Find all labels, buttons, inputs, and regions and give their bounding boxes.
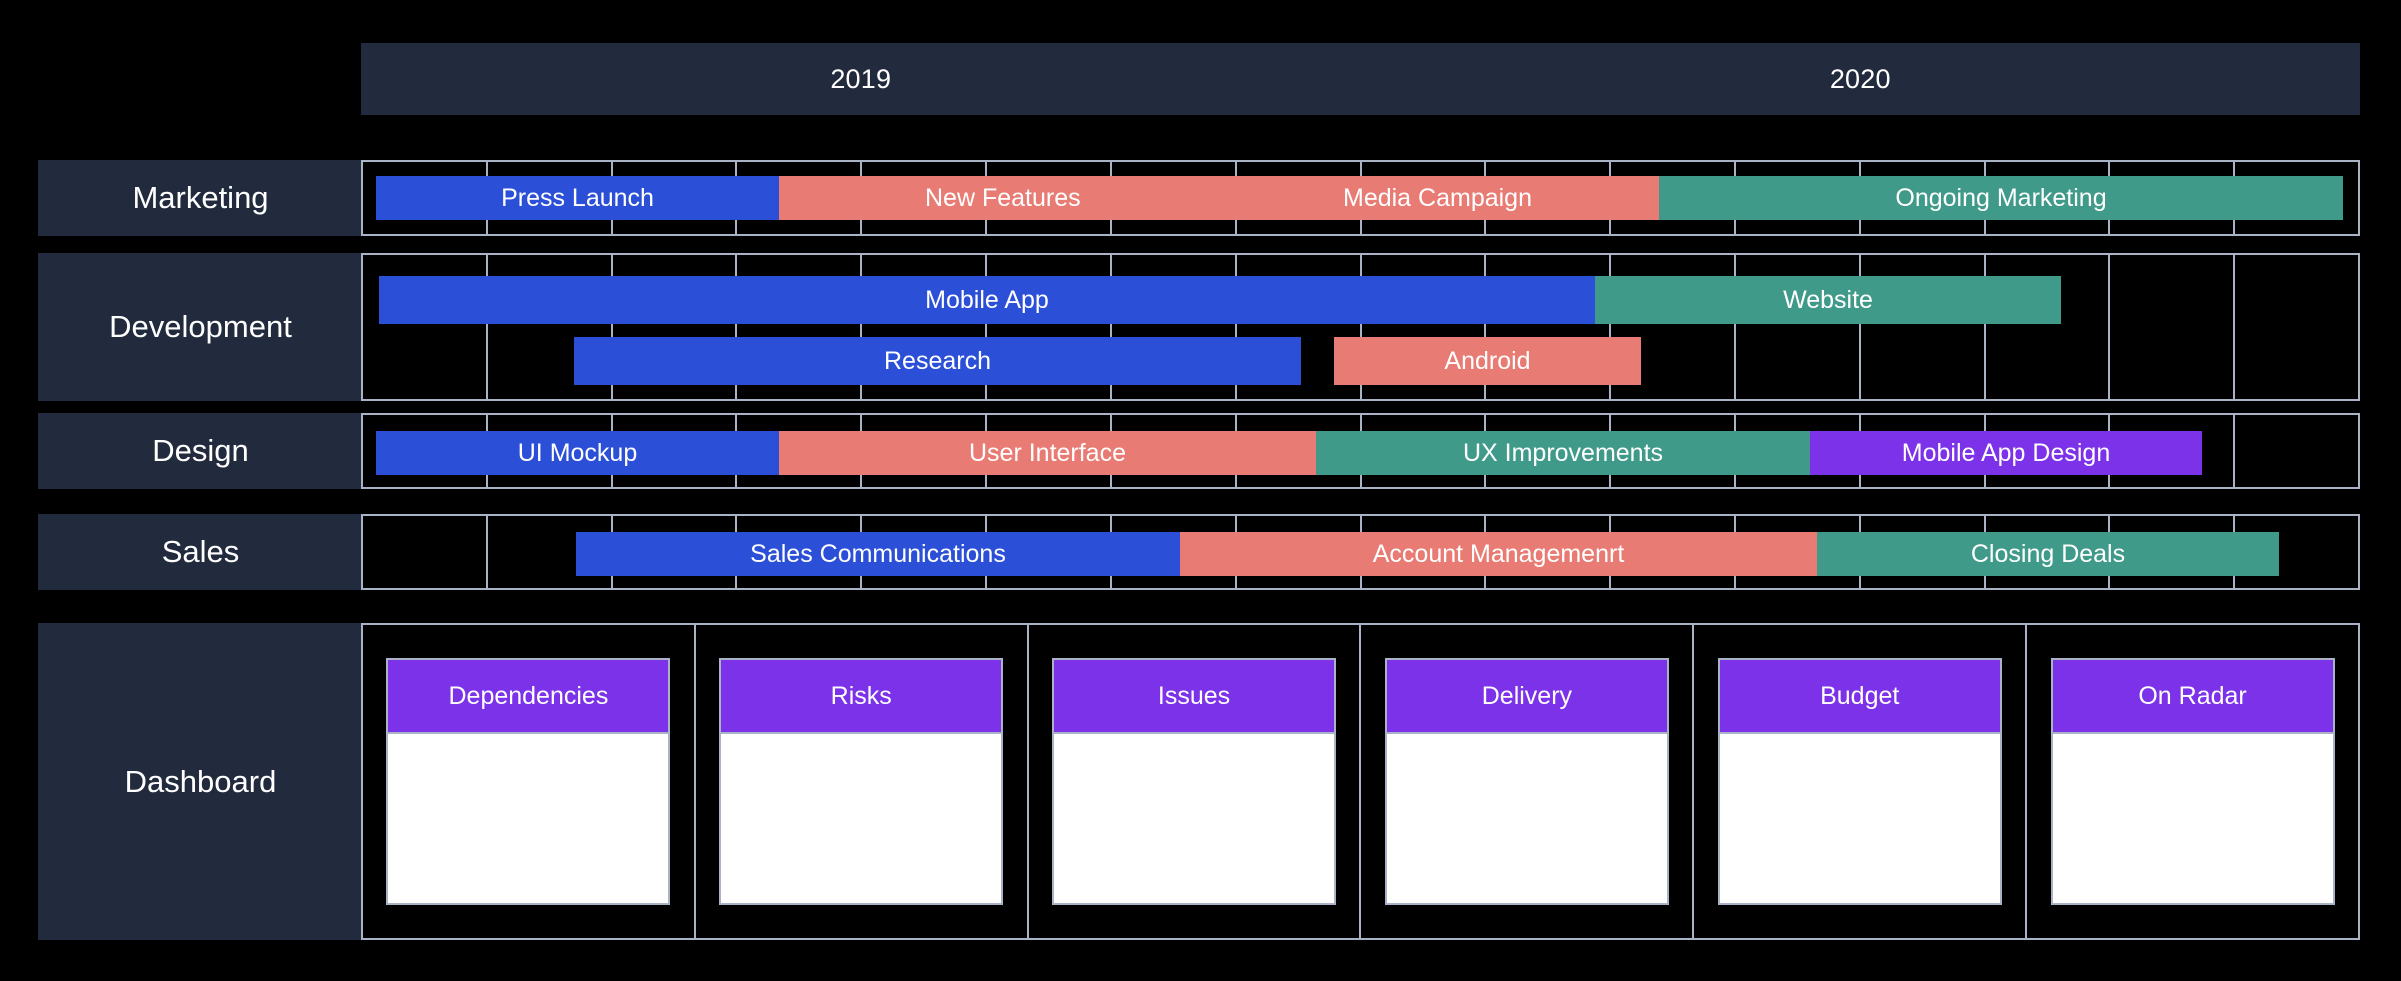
grid-column [2235,415,2358,487]
row-label-text: Marketing [132,180,269,215]
task-bar-ongoing-marketing[interactable]: Ongoing Marketing [1659,176,2343,220]
row-label-marketing: Marketing [38,160,363,236]
dashboard-card-issues[interactable]: Issues [1052,658,1337,905]
task-bar-closing-deals[interactable]: Closing Deals [1817,532,2279,576]
dashboard-card-title: Dependencies [448,681,609,710]
row-label-development: Development [38,253,363,401]
dashboard-card-header: On Radar [2050,658,2335,732]
row-label-dashboard: Dashboard [38,623,363,940]
dashboard-column: Budget [1694,625,2028,938]
row-label-text: Design [152,433,249,468]
row-label-text: Dashboard [124,763,277,799]
dashboard-card-title: Delivery [1481,681,1573,710]
task-bar-sales-communications[interactable]: Sales Communications [576,532,1180,576]
dashboard-card-header: Dependencies [386,658,671,732]
task-bar-label: Mobile App [925,285,1049,314]
grid-column [1112,255,1237,399]
year-cell-2020: 2020 [1361,43,2361,115]
task-bar-label: Research [884,346,991,375]
timeline-header: 2019 2020 [361,43,2360,115]
task-bar-label: New Features [925,183,1081,212]
year-label: 2020 [1829,63,1891,94]
task-bar-android[interactable]: Android [1334,337,1641,385]
task-bar-label: Closing Deals [1970,539,2126,568]
grid-column [488,255,613,399]
row-label-sales: Sales [38,514,363,590]
task-bar-ux-improvements[interactable]: UX Improvements [1316,431,1810,475]
grid-column [987,255,1112,399]
task-bar-label-media-campaign: Media Campaign [1343,183,1532,212]
dashboard-card-body[interactable] [386,732,671,905]
dashboard-grid: Dependencies Risks Issues Delivery [361,623,2360,940]
dashboard-card-body[interactable] [2050,732,2335,905]
grid-column [363,516,488,588]
dashboard-column: Issues [1029,625,1362,938]
grid-column [862,255,988,399]
grid-column [2110,415,2236,487]
task-bar-label: Ongoing Marketing [1895,183,2107,212]
dashboard-card-title: Issues [1157,681,1231,710]
grid-column [1861,255,1986,399]
dashboard-column: Delivery [1361,625,1695,938]
grid-column [1611,255,1736,399]
grid-column [1237,255,1362,399]
task-bar-label: User Interface [968,438,1126,467]
task-bar-label: Android [1444,346,1531,375]
grid-column [1986,255,2111,399]
dashboard-card-risks[interactable]: Risks [719,658,1004,905]
task-bar-label: Sales Communications [750,539,1006,568]
grid-column [1486,255,1612,399]
dashboard-column: On Radar [2027,625,2358,938]
dashboard-card-title: Budget [1820,681,1900,710]
dashboard-card-body[interactable] [1717,732,2002,905]
dashboard-card-delivery[interactable]: Delivery [1384,658,1669,905]
row-label-text: Sales [161,534,240,569]
task-bar-label: UX Improvements [1462,438,1664,467]
dashboard-card-body[interactable] [719,732,1004,905]
task-bar-label: Account Managemenrt [1372,539,1625,568]
dashboard-column: Dependencies [363,625,696,938]
dashboard-column: Risks [696,625,1029,938]
dashboard-card-on-radar[interactable]: On Radar [2050,658,2335,905]
task-bar-label: Website [1783,285,1873,314]
year-label: 2019 [830,63,892,94]
grid-column [2110,255,2236,399]
task-bar-mobile-app[interactable]: Mobile App [379,276,1595,324]
grid-column [2235,255,2358,399]
year-cell-2019: 2019 [361,43,1361,115]
dashboard-card-header: Delivery [1384,658,1669,732]
row-label-design: Design [38,413,363,489]
dashboard-card-body[interactable] [1384,732,1669,905]
task-bar-account-management[interactable]: Account Managemenrt [1180,532,1817,576]
task-bar-new-features[interactable]: New Features Media Campaign [779,176,1659,220]
dashboard-card-title: Risks [830,681,892,710]
row-label-text: Development [109,309,292,344]
dashboard-card-body[interactable] [1052,732,1337,905]
task-bar-label: Mobile App Design [1901,438,2111,467]
task-bar-user-interface[interactable]: User Interface [779,431,1316,475]
task-bar-mobile-app-design[interactable]: Mobile App Design [1810,431,2202,475]
task-bar-research[interactable]: Research [574,337,1301,385]
dashboard-card-header: Budget [1717,658,2002,732]
dashboard-card-budget[interactable]: Budget [1717,658,2002,905]
dashboard-card-header: Risks [719,658,1004,732]
task-bar-ui-mockup[interactable]: UI Mockup [376,431,779,475]
task-bar-website[interactable]: Website [1595,276,2061,324]
dashboard-card-title: On Radar [2138,681,2247,710]
dashboard-card-dependencies[interactable]: Dependencies [386,658,671,905]
grid-column [1362,255,1487,399]
grid-column [363,255,488,399]
task-bar-label: Press Launch [501,183,654,212]
grid-column [737,255,863,399]
dashboard-card-header: Issues [1052,658,1337,732]
grid-column [613,255,738,399]
task-bar-label: UI Mockup [517,438,638,467]
grid-column [1736,255,1861,399]
task-bar-press-launch[interactable]: Press Launch [376,176,779,220]
